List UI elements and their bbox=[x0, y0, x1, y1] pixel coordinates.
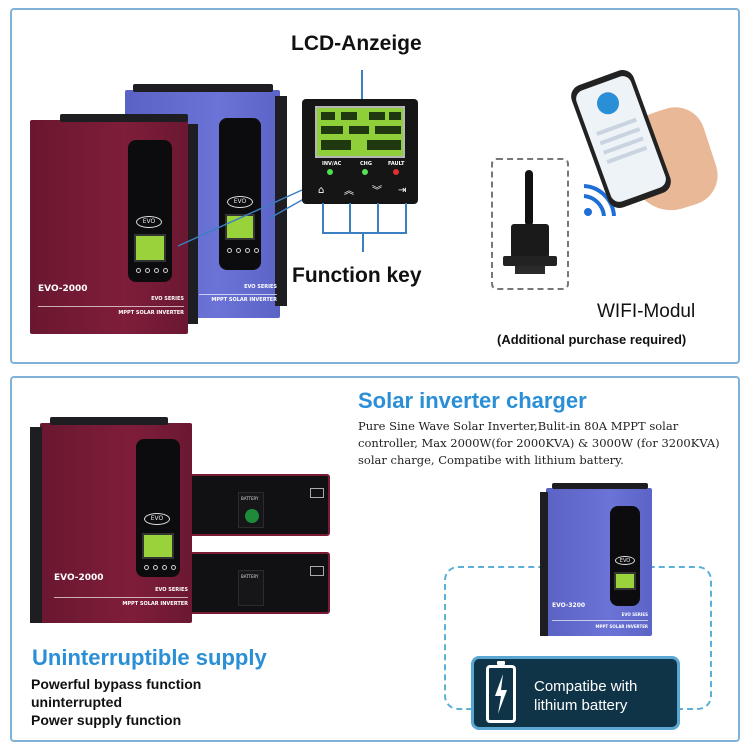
wifi-title: WIFI-Modul bbox=[597, 301, 696, 322]
inverter-blue-bottom: EVO EVO-3200 EVO SERIES MPPT SOLAR INVER… bbox=[540, 483, 652, 636]
inverter-model-label: EVO-2000 bbox=[54, 573, 104, 583]
ups-line-2: uninterrupted bbox=[31, 694, 122, 710]
battery-label: BATTERY bbox=[241, 496, 259, 501]
wifi-module bbox=[511, 224, 549, 258]
wifi-antenna bbox=[525, 170, 533, 226]
inverter-series-label: EVO SERIES bbox=[155, 587, 188, 593]
battery-box-lower: BATTERY bbox=[180, 552, 330, 614]
lcd-screen bbox=[315, 106, 405, 158]
inverter-series-label: EVO SERIES bbox=[621, 612, 648, 617]
wifi-signal-icon bbox=[583, 184, 616, 217]
wifi-module-box bbox=[491, 158, 569, 290]
function-key-title: Function key bbox=[292, 264, 422, 287]
solar-description: Pure Sine Wave Solar Inverter,Bulit-in 8… bbox=[358, 419, 720, 467]
battery-label: BATTERY bbox=[241, 574, 259, 579]
battery-charging-icon bbox=[486, 661, 516, 723]
inverter-model-label: EVO-3200 bbox=[552, 602, 586, 609]
ups-line-3: Power supply function bbox=[31, 712, 182, 728]
inverter-subtitle-label: MPPT SOLAR INVERTER bbox=[118, 310, 184, 316]
inverter-subtitle-label: MPPT SOLAR INVERTER bbox=[122, 601, 188, 607]
inverter-subtitle-label: MPPT SOLAR INVERTER bbox=[211, 297, 277, 303]
enter-icon[interactable]: ⇥ bbox=[398, 185, 407, 196]
inverter-logo: EVO bbox=[227, 196, 253, 208]
inverter-series-label: EVO SERIES bbox=[244, 284, 277, 290]
wifi-note: (Additional purchase required) bbox=[497, 332, 687, 347]
ups-title: Uninterruptible supply bbox=[32, 645, 267, 670]
inverter-series-label: EVO SERIES bbox=[151, 296, 184, 302]
chevron-down-icon[interactable]: ︾ bbox=[372, 186, 382, 197]
lcd-indicator-fault: FAULT bbox=[388, 161, 405, 167]
home-icon[interactable]: ⌂ bbox=[318, 185, 325, 196]
lcd-indicator-inv-ac: INV/AC bbox=[322, 161, 342, 167]
lcd-display: INV/AC CHG FAULT ⌂ ︽ ︾ ⇥ bbox=[302, 99, 418, 204]
inverter-logo: EVO bbox=[136, 216, 162, 228]
lcd-title: LCD-Anzeige bbox=[291, 32, 422, 55]
inverter-logo: EVO bbox=[615, 556, 635, 565]
app-logo-icon bbox=[593, 89, 623, 118]
inverter-model-label: EVO-2000 bbox=[38, 284, 88, 294]
inverter-logo: EVO bbox=[144, 513, 170, 525]
inverter-red-top: EVO EVO-2000 EVO SERIES MPPT SOLAR INVER… bbox=[30, 114, 198, 334]
chevron-up-icon[interactable]: ︽ bbox=[344, 186, 354, 197]
ups-line-1: Powerful bypass function bbox=[31, 676, 202, 692]
lcd-indicator-chg: CHG bbox=[360, 161, 372, 167]
battery-box-upper: BATTERY bbox=[180, 474, 330, 536]
battery-badge-text: Compatibe with lithium battery bbox=[534, 678, 638, 714]
solar-title: Solar inverter charger bbox=[358, 388, 587, 413]
inverter-subtitle-label: MPPT SOLAR INVERTER bbox=[595, 624, 648, 629]
lithium-battery-badge: Compatibe with lithium battery bbox=[471, 656, 680, 730]
inverter-red-bottom: EVO EVO-2000 EVO SERIES MPPT SOLAR INVER… bbox=[30, 417, 192, 623]
